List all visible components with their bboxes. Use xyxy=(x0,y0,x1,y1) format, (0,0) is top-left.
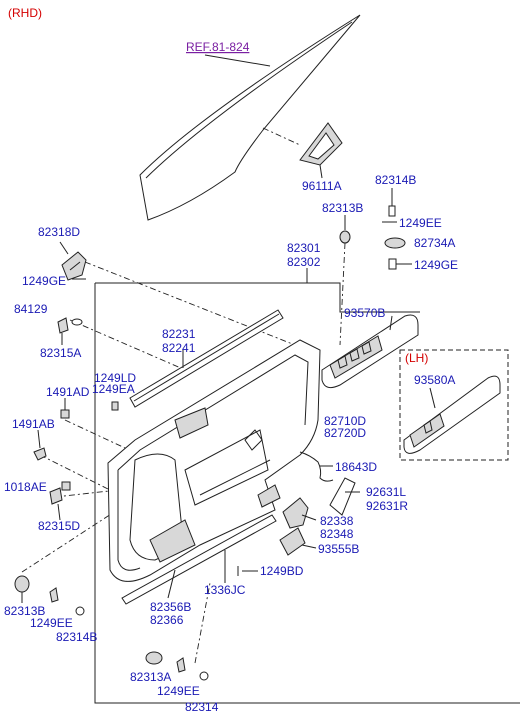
bracket-82338 xyxy=(282,497,309,529)
clip-1491AB xyxy=(33,447,47,461)
ref-leader xyxy=(204,54,271,67)
leader-93580A xyxy=(429,387,436,409)
label-82710D[interactable]: 82710D xyxy=(324,414,366,428)
label-96111A[interactable]: 96111A xyxy=(302,179,342,193)
lh-inset-box xyxy=(399,349,509,461)
leader-82315D xyxy=(57,503,61,521)
weatherstrip-82231 xyxy=(129,309,284,408)
label-82241[interactable]: 82241 xyxy=(162,341,196,355)
label-1249EA[interactable]: 1249EA xyxy=(92,382,135,396)
door-glass xyxy=(139,14,361,221)
label-82314B-bottom[interactable]: 82314B xyxy=(56,630,97,644)
label-82338[interactable]: 82338 xyxy=(320,514,354,528)
dash-clip-to-panel xyxy=(69,319,191,373)
power-window-switch-93580A xyxy=(403,375,501,454)
leader-93570B xyxy=(389,315,393,331)
sail-trim-96111A xyxy=(299,122,343,166)
leader-1491AB xyxy=(37,429,41,449)
label-82314[interactable]: 82314 xyxy=(185,700,219,714)
label-82314B-top[interactable]: 82314B xyxy=(375,173,416,187)
cap-82315A xyxy=(57,317,69,334)
leader-96111A xyxy=(319,164,323,179)
cap-82734A xyxy=(384,237,406,249)
label-1249EE-low[interactable]: 1249EE xyxy=(157,684,200,698)
label-92631L[interactable]: 92631L xyxy=(366,485,406,499)
label-93580A[interactable]: 93580A xyxy=(414,373,455,387)
wiring-18643D xyxy=(299,451,334,482)
label-93570B[interactable]: 93570B xyxy=(344,306,385,320)
dash-1018AE xyxy=(54,489,119,498)
label-82318D[interactable]: 82318D xyxy=(38,225,80,239)
clip-82314 xyxy=(199,671,209,681)
clip-1491AD xyxy=(60,409,70,419)
ref-link[interactable]: REF.81-824 xyxy=(186,40,250,54)
label-1018AE[interactable]: 1018AE xyxy=(4,480,47,494)
label-1249BD[interactable]: 1249BD xyxy=(260,564,304,578)
label-1249EE-bottom[interactable]: 1249EE xyxy=(30,616,73,630)
cap-82315D xyxy=(49,487,63,505)
leader-82338 xyxy=(301,514,317,521)
label-82231[interactable]: 82231 xyxy=(162,327,196,341)
dash-handle-to-panel xyxy=(84,261,296,346)
label-84129[interactable]: 84129 xyxy=(14,302,48,316)
label-82348[interactable]: 82348 xyxy=(320,527,354,541)
label-82315D[interactable]: 82315D xyxy=(38,519,80,533)
screw-1249GE-right xyxy=(388,258,397,270)
clip-82314B-bottom xyxy=(75,606,85,616)
dash-cap-bottom xyxy=(21,504,126,573)
bolt-1249LD xyxy=(111,401,119,411)
clip-82314B-top xyxy=(388,205,396,217)
label-82313A[interactable]: 82313A xyxy=(130,670,171,684)
label-82313B-top[interactable]: 82313B xyxy=(322,201,363,215)
label-1491AD[interactable]: 1491AD xyxy=(46,385,90,399)
sill-strip-82356B xyxy=(121,514,277,605)
label-82313B-bottom[interactable]: 82313B xyxy=(4,604,45,618)
glass-to-sail-dashline xyxy=(262,127,301,146)
variant-label: (RHD) xyxy=(8,6,42,20)
label-82720D[interactable]: 82720D xyxy=(324,426,366,440)
label-1249EE-top[interactable]: 1249EE xyxy=(399,216,442,230)
label-1249GE-right[interactable]: 1249GE xyxy=(414,258,458,272)
cap-82313B-bottom xyxy=(14,575,30,593)
cap-82313B-top xyxy=(339,230,351,244)
door-trim-panel xyxy=(107,339,321,582)
assembly-box-bottom xyxy=(94,556,520,704)
lh-inset-title: (LH) xyxy=(405,351,428,365)
label-1491AB[interactable]: 1491AB xyxy=(12,417,55,431)
leader-82356B xyxy=(167,569,176,599)
label-82315A[interactable]: 82315A xyxy=(40,346,81,360)
grip-92631L xyxy=(329,477,356,516)
label-82356B[interactable]: 82356B xyxy=(150,600,191,614)
label-82301[interactable]: 82301 xyxy=(287,241,321,255)
label-1336JC[interactable]: 1336JC xyxy=(204,583,246,597)
label-82734A[interactable]: 82734A xyxy=(414,236,455,250)
power-window-switch-93570B xyxy=(321,314,419,389)
screw-1249EE-bottom xyxy=(49,587,59,603)
switch-93555B xyxy=(279,527,306,556)
assembly-box-top xyxy=(95,282,420,313)
leader-93555B xyxy=(301,544,317,549)
screw-1249EE-low xyxy=(176,657,186,673)
label-82366[interactable]: 82366 xyxy=(150,613,184,627)
label-82302[interactable]: 82302 xyxy=(287,255,321,269)
dash-cap-to-switch xyxy=(339,242,346,346)
label-1249LD[interactable]: 1249LD xyxy=(94,371,136,385)
cap-82313A xyxy=(145,651,163,665)
door-handle-82318D xyxy=(61,251,87,281)
leader-82318D xyxy=(59,241,69,255)
screw-1018AE xyxy=(61,481,71,491)
label-92631R[interactable]: 92631R xyxy=(366,499,408,513)
clip-84129 xyxy=(71,318,83,326)
label-93555B[interactable]: 93555B xyxy=(318,542,359,556)
label-1249GE-left[interactable]: 1249GE xyxy=(22,274,66,288)
label-18643D[interactable]: 18643D xyxy=(335,460,377,474)
